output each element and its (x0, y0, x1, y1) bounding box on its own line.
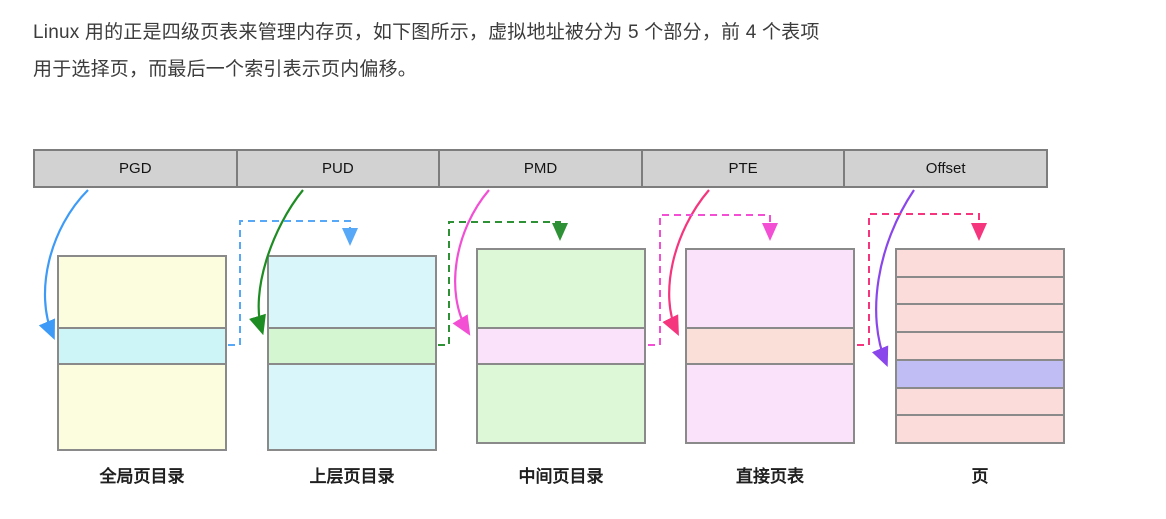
table-row (269, 363, 435, 449)
table-row (897, 303, 1063, 332)
table-row (59, 257, 225, 327)
header-cell-pte: PTE (640, 151, 844, 186)
table-row (478, 363, 644, 442)
table-row (687, 363, 853, 442)
table-direct-page-table (685, 248, 855, 444)
table-label: 直接页表 (736, 467, 804, 486)
virtual-address-bar: PGD PUD PMD PTE Offset (33, 149, 1048, 188)
table-row (897, 250, 1063, 276)
table-page (895, 248, 1065, 444)
table-label: 全局页目录 (99, 467, 185, 486)
header-cell-offset: Offset (843, 151, 1046, 186)
table-label: 页 (971, 467, 989, 486)
table-upper-page-directory (267, 255, 437, 451)
table-row (59, 363, 225, 449)
table-row (269, 257, 435, 327)
header-cell-pmd: PMD (438, 151, 641, 186)
intro-paragraph: Linux 用的正是四级页表来管理内存页，如下图所示，虚拟地址被分为 5 个部分… (33, 14, 1143, 88)
table-global-page-directory (57, 255, 227, 451)
highlight-row (269, 327, 435, 363)
header-cell-pgd: PGD (119, 160, 152, 177)
table-row (478, 250, 644, 327)
table-row (897, 275, 1063, 304)
intro-text-line-1: Linux 用的正是四级页表来管理内存页，如下图所示，虚拟地址被分为 5 个部分… (33, 22, 820, 43)
table-row (687, 250, 853, 327)
header-cell-pud: PUD (235, 151, 439, 186)
table-row (897, 386, 1063, 415)
highlight-row (478, 327, 644, 363)
table-middle-page-directory (476, 248, 646, 444)
table-row (897, 331, 1063, 359)
highlight-row (897, 358, 1063, 387)
table-label: 上层页目录 (309, 467, 395, 486)
highlight-row (687, 327, 853, 363)
table-label: 中间页目录 (518, 467, 604, 486)
highlight-row (59, 327, 225, 363)
table-row (897, 414, 1063, 443)
intro-text-line-2: 用于选择页，而最后一个索引表示页内偏移。 (33, 59, 418, 80)
